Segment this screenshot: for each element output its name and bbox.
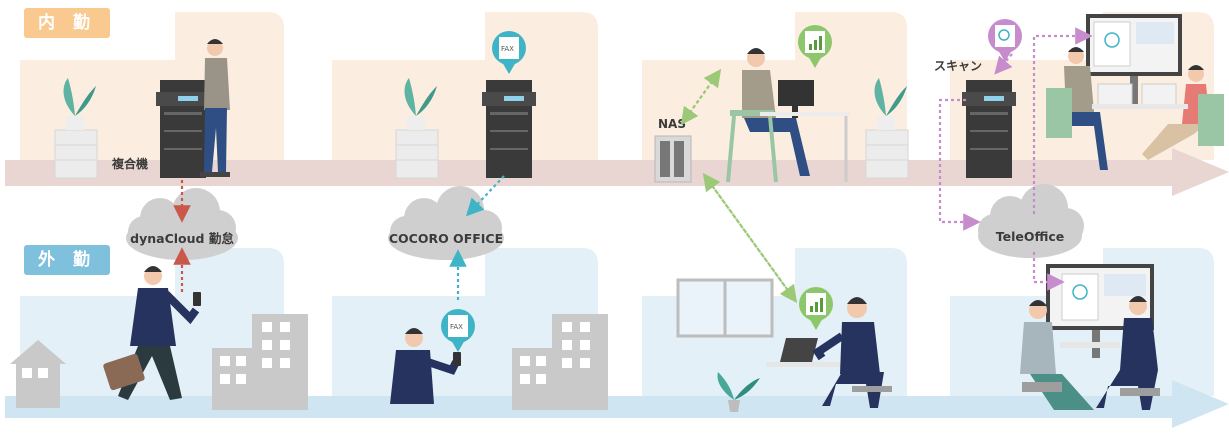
building-icon bbox=[212, 314, 308, 410]
office-timeline-band bbox=[5, 148, 1229, 196]
fax-label: FAX bbox=[450, 323, 463, 331]
remote-section-tag: 外 勤 bbox=[24, 245, 110, 275]
cloud-cocoro bbox=[388, 186, 504, 260]
fax-bubble-icon: FAX bbox=[492, 31, 526, 74]
laptop-worker-figure bbox=[766, 297, 892, 408]
remote-meeting-people-figure bbox=[1020, 296, 1160, 410]
walking-businessman-figure bbox=[103, 266, 201, 400]
cloud-label-teleoffice: TeleOffice bbox=[996, 229, 1065, 244]
office-worker-figure bbox=[200, 39, 230, 177]
plant-icon bbox=[717, 372, 760, 412]
scan-label: スキャン bbox=[934, 59, 982, 73]
nas-label: NAS bbox=[658, 117, 686, 131]
cloud-dynacloud bbox=[126, 188, 238, 260]
plant-icon bbox=[865, 78, 909, 179]
cloud-label-cocoro: COCORO OFFICE bbox=[389, 231, 503, 246]
fax-bubble-icon: FAX bbox=[441, 309, 475, 352]
mfp-label: 複合機 bbox=[111, 156, 148, 171]
mfp-icon bbox=[156, 80, 210, 178]
office-section-tag: 内 勤 bbox=[24, 8, 110, 38]
phone-user-figure bbox=[390, 328, 461, 404]
mfp-icon bbox=[482, 80, 536, 178]
building-icon bbox=[512, 314, 608, 410]
document-bubble-icon bbox=[988, 19, 1022, 62]
house-icon bbox=[10, 340, 66, 408]
plant-icon bbox=[54, 78, 98, 179]
window-icon bbox=[676, 278, 774, 338]
connector-lines bbox=[173, 27, 1093, 304]
fax-label: FAX bbox=[501, 45, 514, 53]
chart-bubble-icon bbox=[799, 287, 833, 330]
desk-worker-figure bbox=[726, 48, 850, 183]
meeting-people-figure bbox=[1046, 47, 1224, 170]
nas-icon bbox=[654, 135, 692, 183]
cloud-label-dynacloud: dynaCloud 勤怠 bbox=[130, 231, 234, 246]
plant-icon bbox=[395, 78, 439, 179]
display-monitor-icon bbox=[1086, 14, 1182, 106]
remote-timeline-band bbox=[5, 380, 1229, 428]
cloud-teleoffice bbox=[978, 184, 1084, 258]
chart-bubble-icon bbox=[798, 25, 832, 68]
mfp-icon bbox=[962, 80, 1016, 178]
